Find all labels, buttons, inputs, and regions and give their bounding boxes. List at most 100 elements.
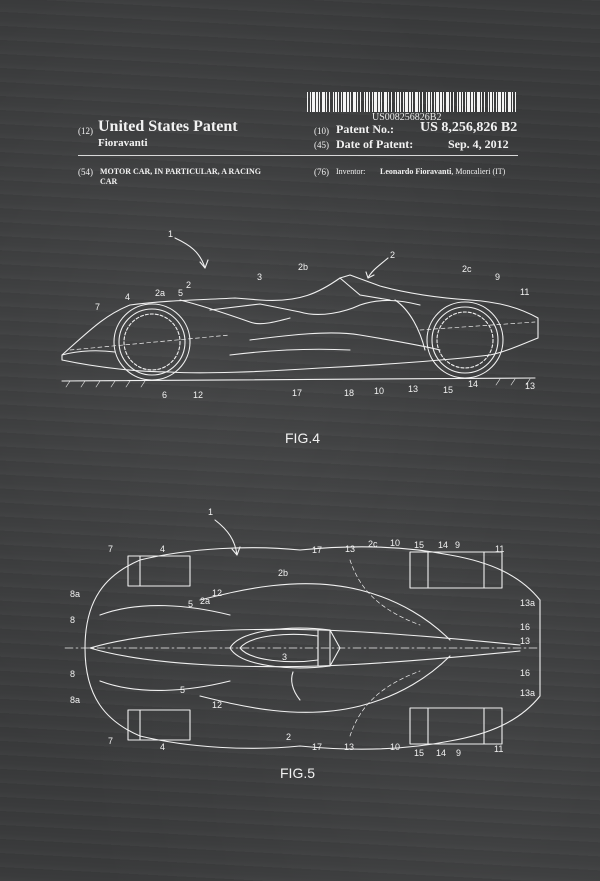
fig5-ref-label: 13 bbox=[520, 636, 530, 646]
barcode-bar bbox=[388, 92, 389, 112]
fig4-ref-label: 14 bbox=[468, 379, 478, 389]
barcode-graphic bbox=[307, 92, 516, 112]
code-76: (76) bbox=[314, 167, 329, 177]
barcode-bar bbox=[419, 92, 420, 112]
fig4-ref-label: 13 bbox=[525, 381, 535, 391]
fig4-ref-label: 13 bbox=[408, 384, 418, 394]
barcode-bar bbox=[395, 92, 396, 112]
barcode-bar bbox=[446, 92, 449, 112]
fig4-ref-label: 15 bbox=[443, 385, 453, 395]
barcode-bar bbox=[471, 92, 473, 112]
fig5-ref-label: 14 bbox=[438, 540, 448, 550]
fig4-ref-label: 2a bbox=[155, 288, 165, 298]
barcode-bar bbox=[360, 92, 361, 112]
barcode-bar bbox=[353, 92, 356, 112]
fig5-ref-label: 13 bbox=[344, 742, 354, 752]
fig5-ref-label: 12 bbox=[212, 588, 222, 598]
barcode-bar bbox=[431, 92, 432, 112]
barcode-bar bbox=[428, 92, 430, 112]
fig5-ref-label: 13a bbox=[520, 688, 535, 698]
fig5-ref-label: 12 bbox=[212, 700, 222, 710]
barcode-bar bbox=[515, 92, 516, 112]
fig4-ref-label: 2 bbox=[390, 250, 395, 260]
fig5-ref-label: 10 bbox=[390, 742, 400, 752]
barcode-bar bbox=[443, 92, 444, 112]
barcode-bar bbox=[481, 92, 482, 112]
fig5-ref-label: 8a bbox=[70, 589, 80, 599]
barcode-bar bbox=[450, 92, 451, 112]
patent-no-label: Patent No.: bbox=[336, 122, 394, 136]
rear-wheel bbox=[426, 301, 504, 379]
barcode-bar bbox=[488, 92, 489, 112]
barcode-bar bbox=[496, 92, 497, 112]
barcode-bar bbox=[502, 92, 504, 112]
fig4-ref-label: 4 bbox=[125, 292, 130, 302]
fig5-ref-label: 9 bbox=[455, 540, 460, 550]
fig5-ref-label: 1 bbox=[208, 507, 213, 517]
fig5-ref-label: 4 bbox=[160, 544, 165, 554]
barcode-bar bbox=[347, 92, 349, 112]
code-12: (12) bbox=[78, 126, 93, 136]
barcode-bar bbox=[484, 92, 485, 112]
inventor-short: Fioravanti bbox=[98, 137, 148, 149]
barcode-bar bbox=[465, 92, 466, 112]
barcode-bar bbox=[350, 92, 351, 112]
car-top-outline bbox=[84, 546, 541, 750]
barcode-bar bbox=[364, 92, 365, 112]
barcode-bar bbox=[341, 92, 342, 112]
barcode-bar bbox=[333, 92, 334, 112]
fig5-ref-label: 14 bbox=[436, 748, 446, 758]
fig5-ref-label: 9 bbox=[456, 748, 461, 758]
barcode-bar bbox=[405, 92, 408, 112]
fig5-ref-label: 8 bbox=[70, 615, 75, 625]
barcode-bar bbox=[467, 92, 470, 112]
barcode-bar bbox=[384, 92, 387, 112]
front-wheel-left bbox=[127, 555, 191, 587]
fig5-ref-label: 16 bbox=[520, 668, 530, 678]
barcode-bar bbox=[490, 92, 492, 112]
barcode-bar bbox=[453, 92, 454, 112]
barcode-bar bbox=[462, 92, 463, 112]
barcode-bar bbox=[381, 92, 382, 112]
fig4-ref-label: 11 bbox=[520, 287, 529, 297]
barcode-bar bbox=[316, 92, 318, 112]
barcode-bar bbox=[436, 92, 439, 112]
barcode-bar bbox=[338, 92, 339, 112]
front-wheel-right bbox=[127, 709, 191, 741]
patent-date: Sep. 4, 2012 bbox=[448, 137, 509, 151]
date-label: Date of Patent: bbox=[336, 137, 414, 151]
fig5-ref-label: 7 bbox=[108, 544, 113, 554]
car-body-outline bbox=[61, 274, 539, 374]
fig5-ref-label: 13a bbox=[520, 598, 535, 608]
header-divider bbox=[78, 155, 518, 156]
fig5-ref-label: 8 bbox=[70, 669, 75, 679]
barcode-bar bbox=[434, 92, 435, 112]
barcode-bar bbox=[400, 92, 401, 112]
fig4-ref-label: 12 bbox=[193, 390, 203, 400]
barcode-bar bbox=[477, 92, 480, 112]
fig4-ref-label: 3 bbox=[257, 272, 262, 282]
fig4-caption: FIG.4 bbox=[285, 430, 321, 446]
patent-type: United States Patent bbox=[98, 118, 238, 135]
fig4-ref-label: 18 bbox=[344, 388, 354, 398]
barcode-bar bbox=[335, 92, 337, 112]
fig5-ref-label: 3 bbox=[282, 652, 287, 662]
fig4-ref-label: 1 bbox=[168, 229, 173, 239]
barcode-bar bbox=[397, 92, 399, 112]
fig5-ref-label: 10 bbox=[390, 538, 400, 548]
barcode-bar bbox=[498, 92, 501, 112]
inventor-line: Leonardo Fioravanti, Moncalieri (IT) bbox=[380, 167, 505, 176]
barcode bbox=[307, 92, 519, 112]
barcode-bar bbox=[310, 92, 311, 112]
fig4-ref-label: 2b bbox=[298, 262, 308, 272]
barcode-bar bbox=[391, 92, 392, 112]
fig5-ref-label: 2 bbox=[286, 732, 291, 742]
rear-wheel-right bbox=[409, 707, 503, 745]
patent-no: US 8,256,826 B2 bbox=[420, 120, 518, 135]
fig5-ref-label: 7 bbox=[108, 736, 113, 746]
fig5-ref-label: 15 bbox=[414, 540, 424, 550]
fig5-ref-label: 5 bbox=[188, 599, 193, 609]
